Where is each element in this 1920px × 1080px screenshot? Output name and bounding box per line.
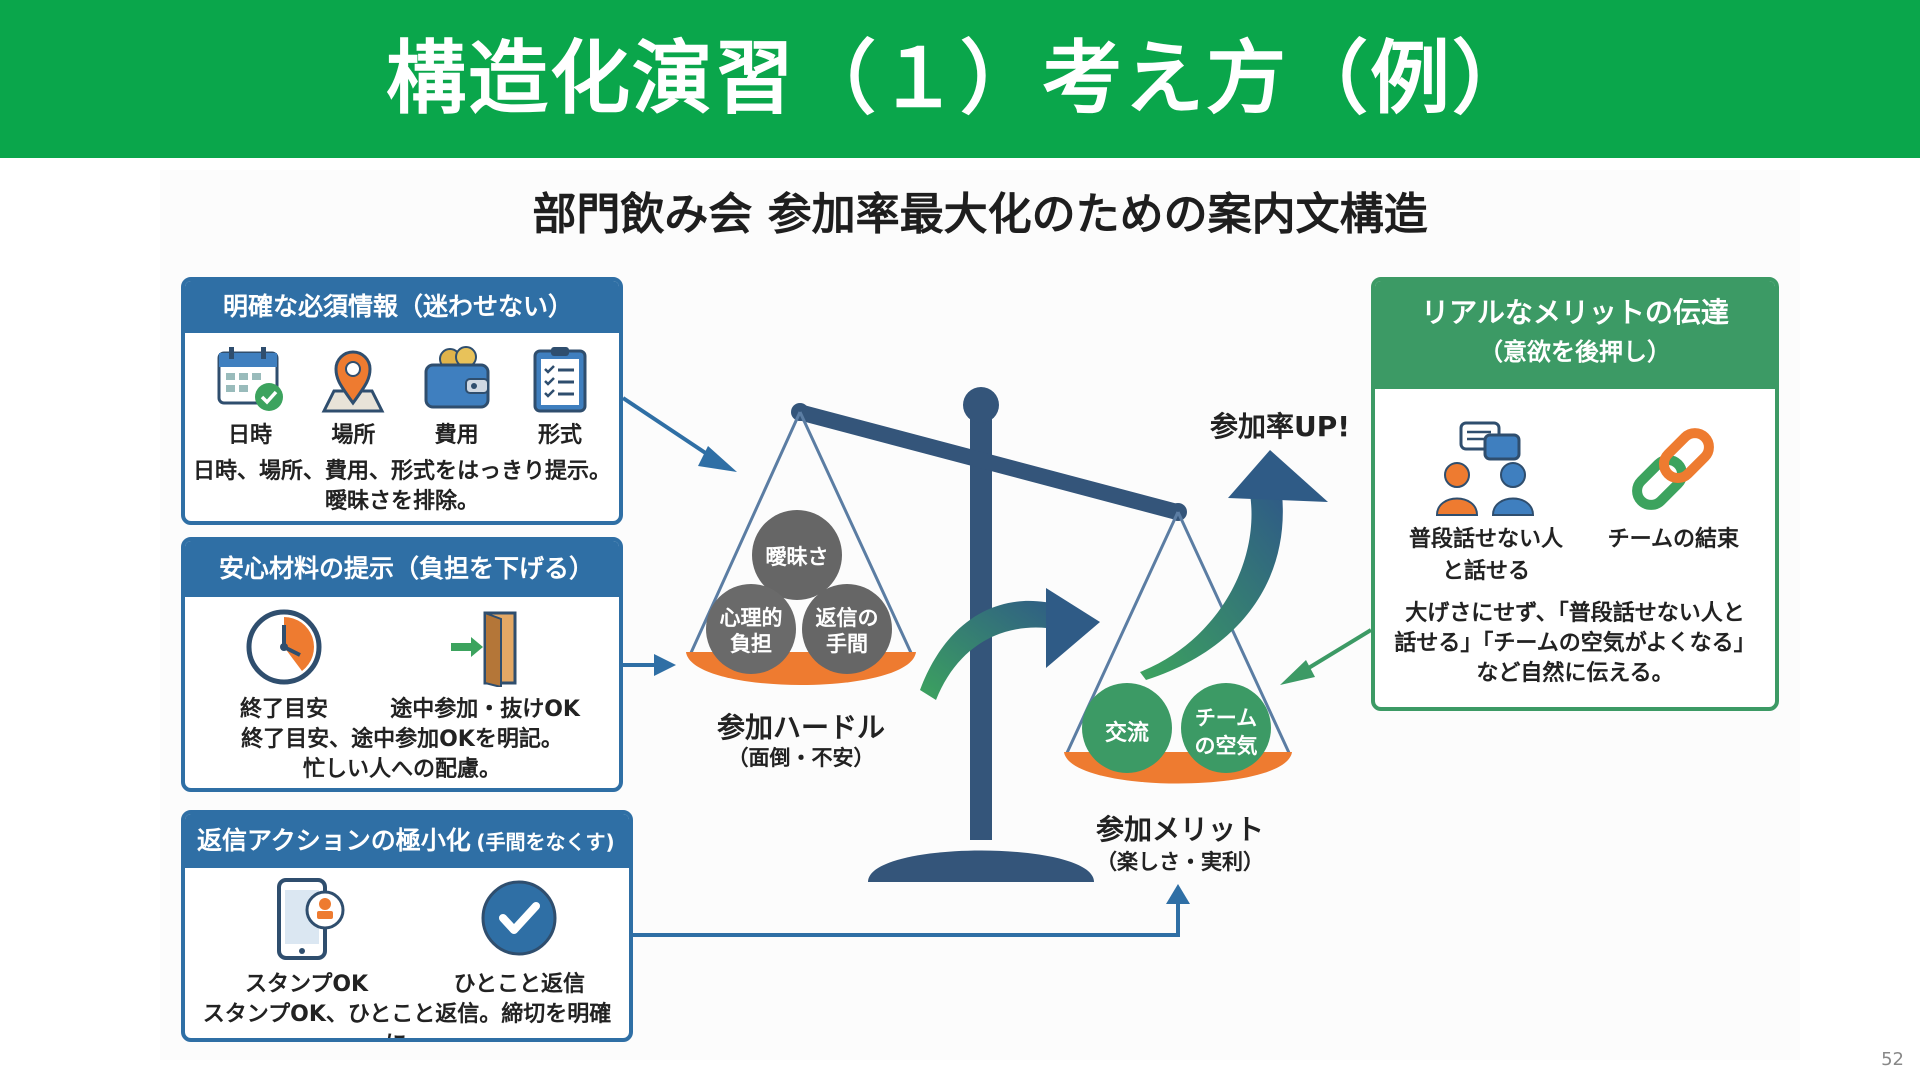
merit-label: 参加メリット	[1095, 813, 1264, 846]
panel-relief-desc-1: 終了目安、途中参加OKを明記。	[241, 727, 563, 752]
panel-merit-desc-2: 話せる」「チームの空気がよくなる」	[1394, 631, 1756, 656]
merit-item-talk-label-1: 普段話せない人	[1409, 527, 1564, 552]
reply-item-stamp: スタンプOK	[245, 874, 368, 998]
panel-merit-title-2: （意欲を後押し）	[1479, 338, 1671, 366]
panel-relief: 安心材料の提示（負担を下げる） 終了目安 途中参加・抜けOK 終了目安、途中参加…	[181, 537, 623, 792]
merit-ball-team-1: チーム	[1194, 706, 1258, 730]
people-chat-icon	[1435, 421, 1535, 516]
panel-required-info-title: 明確な必須情報（迷わせない）	[185, 281, 619, 333]
panel-reply-title-sub: (手間をなくす)	[476, 830, 615, 854]
page-number: 52	[1881, 1049, 1904, 1070]
relief-item-join-leave-label: 途中参加・抜けOK	[390, 697, 580, 722]
hurdle-ball-ambiguity: 曖昧さ	[765, 545, 829, 569]
door-enter-icon	[451, 611, 517, 687]
chain-link-icon	[1632, 428, 1715, 510]
relief-item-end-time: 終了目安	[240, 607, 328, 723]
hurdle-ball-psych-2: 負担	[730, 632, 772, 656]
participation-up-arrow	[1140, 450, 1328, 680]
hurdle-balls	[706, 510, 892, 674]
reply-item-short: ひとこと返信	[454, 874, 585, 998]
merit-item-talk: 普段話せない人 と話せる	[1409, 421, 1563, 585]
merit-ball-team-2: の空気	[1194, 734, 1258, 758]
panel-reply-title: 返信アクションの極小化 (手間をなくす)	[185, 814, 629, 868]
participation-up-label: 参加率UP!	[1209, 410, 1351, 443]
reply-item-short-label: ひとこと返信	[453, 972, 585, 997]
panel-reply-desc: スタンプOK、ひとこと返信。締切を明確に。	[202, 1002, 612, 1038]
panel-merit-title-1: リアルなメリットの伝達	[1421, 296, 1729, 329]
merit-item-team-label: チームの結束	[1607, 527, 1739, 552]
calendar-check-icon	[217, 347, 283, 411]
hurdle-ball-reply-2: 手間	[826, 632, 868, 656]
relief-item-end-time-label: 終了目安	[240, 697, 329, 722]
wallet-icon	[424, 346, 490, 409]
info-item-datetime-label: 日時	[227, 423, 272, 448]
panel-required-info: 明確な必須情報（迷わせない） 日時 場所	[181, 277, 623, 525]
merit-item-talk-label-2: と話せる	[1442, 559, 1531, 584]
info-item-format-label: 形式	[537, 423, 582, 448]
info-item-place-label: 場所	[331, 423, 376, 448]
panel-reply-title-main: 返信アクションの極小化	[197, 826, 471, 855]
page-title: 構造化演習（１）考え方（例）	[386, 32, 1534, 125]
panel-relief-desc-2: 忙しい人への配慮。	[302, 757, 501, 782]
panel-merit-desc-3: など自然に伝える。	[1476, 661, 1674, 686]
panel-merit-title: リアルなメリットの伝達 （意欲を後押し）	[1375, 281, 1775, 389]
merit-item-team: チームの結束	[1608, 421, 1739, 585]
info-item-place: 場所	[318, 345, 388, 449]
hurdle-ball-reply-1: 返信の	[815, 606, 879, 630]
phone-stamp-icon	[276, 878, 345, 960]
merit-balls	[1082, 683, 1271, 773]
relief-item-join-leave: 途中参加・抜けOK	[390, 607, 580, 723]
reply-item-stamp-label: スタンプOK	[245, 972, 369, 997]
clock-icon	[246, 609, 322, 685]
hurdle-label: 参加ハードル	[716, 711, 885, 744]
panel-required-info-desc-2: 曖昧さを排除。	[324, 489, 479, 514]
panel-reply: 返信アクションの極小化 (手間をなくす) スタンプOK ひとこと返信 スタンプO…	[181, 810, 633, 1042]
hurdle-ball-psych-1: 心理的	[719, 606, 783, 630]
info-item-format: 形式	[525, 345, 595, 449]
map-pin-icon	[321, 350, 385, 413]
info-item-cost-label: 費用	[434, 423, 479, 448]
panel-required-info-desc-1: 日時、場所、費用、形式をはっきり提示。	[192, 459, 611, 484]
panel-merit-desc-1: 大げさにせず、「普段話せない人と	[1405, 601, 1745, 626]
title-banner	[0, 0, 1920, 158]
diagram-subtitle: 部門飲み会 参加率最大化のための案内文構造	[532, 189, 1428, 240]
info-item-datetime: 日時	[215, 345, 285, 449]
flow-arrow-to-merit	[920, 588, 1100, 700]
info-item-cost: 費用	[422, 345, 492, 449]
panel-merit: リアルなメリットの伝達 （意欲を後押し） 普段話せない人 と話せる	[1371, 277, 1779, 711]
checklist-icon	[533, 347, 587, 413]
merit-ball-exchange: 交流	[1104, 721, 1149, 746]
panel-relief-title: 安心材料の提示（負担を下げる）	[185, 541, 619, 597]
merit-sublabel: （楽しさ・実利）	[1096, 850, 1264, 874]
connector-arrows	[621, 396, 1373, 937]
check-circle-icon	[481, 880, 557, 956]
hurdle-sublabel: （面倒・不安）	[727, 746, 875, 770]
